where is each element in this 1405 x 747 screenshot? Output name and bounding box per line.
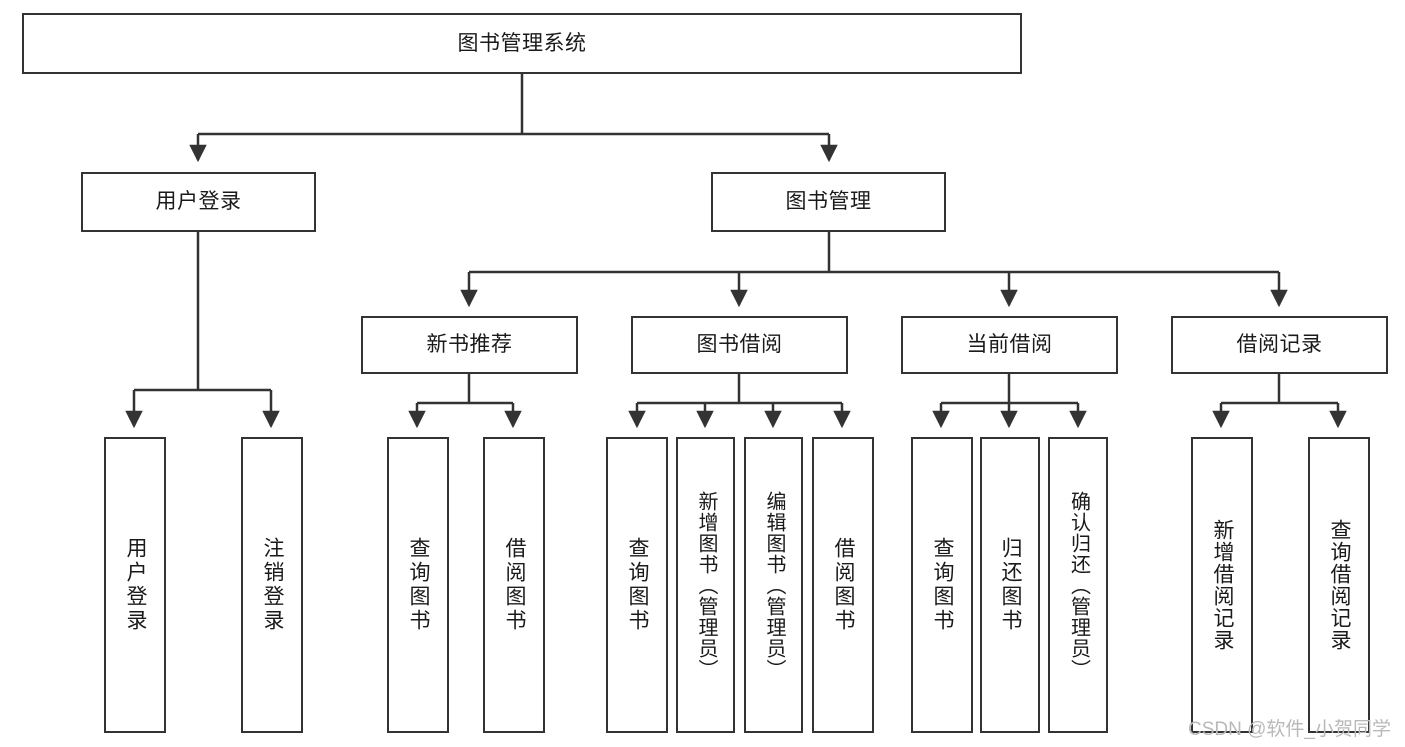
node-borrow-record-label: 借阅记录 — [1236, 333, 1323, 357]
node-new-book-recommend-label: 新书推荐 — [426, 333, 513, 357]
node-borrow-record[interactable]: 借阅记录 — [1171, 316, 1388, 374]
node-current-borrow-label: 当前借阅 — [966, 333, 1053, 357]
leaf-record-query[interactable]: 查询借阅记录 — [1308, 437, 1370, 733]
leaf-current-confirm-return[interactable]: 确认归还（管理员） — [1048, 437, 1108, 733]
leaf-recommend-query-book[interactable]: 查询图书 — [387, 437, 449, 733]
leaf-record-add-label: 新增借阅记录 — [1211, 519, 1235, 651]
leaf-borrow-borrow-book[interactable]: 借阅图书 — [812, 437, 874, 733]
node-book-borrow[interactable]: 图书借阅 — [631, 316, 848, 374]
node-book-manage-label: 图书管理 — [785, 190, 872, 214]
leaf-borrow-edit-book[interactable]: 编辑图书（管理员） — [744, 437, 803, 733]
node-user-login-label: 用户登录 — [155, 190, 242, 214]
csdn-watermark: CSDN @软件_小贺同学 — [1188, 719, 1391, 740]
leaf-recommend-borrow-book[interactable]: 借阅图书 — [483, 437, 545, 733]
leaf-user-logout[interactable]: 注销登录 — [241, 437, 303, 733]
leaf-borrow-add-book[interactable]: 新增图书（管理员） — [676, 437, 735, 733]
leaf-record-query-label: 查询借阅记录 — [1328, 519, 1352, 651]
node-new-book-recommend[interactable]: 新书推荐 — [361, 316, 578, 374]
leaf-recommend-borrow-book-label: 借阅图书 — [503, 537, 527, 633]
node-current-borrow[interactable]: 当前借阅 — [901, 316, 1118, 374]
leaf-current-confirm-return-label: 确认归还（管理员） — [1067, 490, 1090, 680]
leaf-current-query-book[interactable]: 查询图书 — [911, 437, 973, 733]
node-root[interactable]: 图书管理系统 — [22, 13, 1022, 74]
leaf-recommend-query-book-label: 查询图书 — [407, 537, 431, 633]
node-user-login[interactable]: 用户登录 — [81, 172, 316, 232]
leaf-borrow-query-book[interactable]: 查询图书 — [606, 437, 668, 733]
leaf-user-login-label: 用户登录 — [124, 537, 148, 633]
leaf-user-login[interactable]: 用户登录 — [104, 437, 166, 733]
leaf-user-logout-label: 注销登录 — [261, 537, 285, 633]
leaf-record-add[interactable]: 新增借阅记录 — [1191, 437, 1253, 733]
leaf-borrow-edit-book-label: 编辑图书（管理员） — [763, 490, 785, 680]
leaf-current-return-book[interactable]: 归还图书 — [980, 437, 1040, 733]
leaf-borrow-add-book-label: 新增图书（管理员） — [695, 490, 717, 680]
node-root-label: 图书管理系统 — [457, 31, 587, 55]
leaf-borrow-borrow-book-label: 借阅图书 — [832, 537, 856, 633]
leaf-borrow-query-book-label: 查询图书 — [626, 537, 650, 633]
node-book-borrow-label: 图书借阅 — [696, 333, 783, 357]
leaf-current-return-book-label: 归还图书 — [999, 537, 1023, 633]
node-book-manage[interactable]: 图书管理 — [711, 172, 946, 232]
leaf-current-query-book-label: 查询图书 — [931, 537, 955, 633]
